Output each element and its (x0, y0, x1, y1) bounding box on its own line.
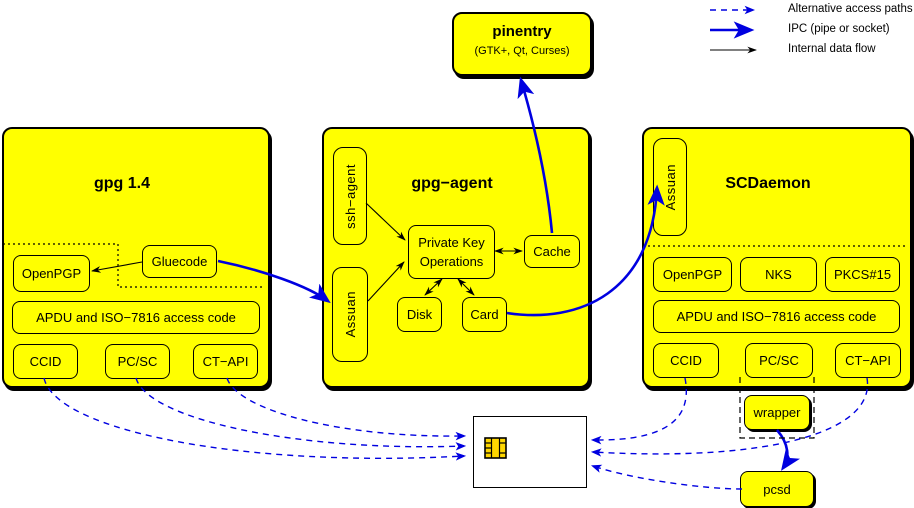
gpg-agent-assuan-label: Assuan (342, 291, 358, 338)
scdaemon-pcsc-box: PC/SC (745, 343, 813, 378)
pinentry-subtitle: (GTK+, Qt, Curses) (474, 45, 570, 57)
scdaemon-openpgp-box: OpenPGP (653, 257, 732, 292)
gpg14-pcsc-box: PC/SC (105, 344, 170, 379)
legend-internal-label: Internal data flow (788, 43, 876, 55)
gpg14-apdu-label: APDU and ISO−7816 access code (36, 310, 236, 325)
gpg14-title: gpg 1.4 (93, 175, 150, 192)
scdaemon-apdu-box: APDU and ISO−7816 access code (653, 300, 900, 333)
scdaemon-pkcs15-label: PKCS#15 (833, 267, 892, 282)
gpg-agent-ssh-agent-label: ssh−agent (342, 163, 358, 229)
scdaemon-apdu-label: APDU and ISO−7816 access code (676, 309, 877, 324)
legend-alt-paths-label: Alternative access paths (788, 3, 913, 15)
alt-scdaemon-ctapi-to-card (590, 377, 869, 457)
gpg14-pcsc-label: PC/SC (117, 354, 158, 369)
gpg-agent-assuan-box: Assuan (332, 267, 368, 362)
pcsd-label: pcsd (763, 481, 791, 497)
pcsd-box: pcsd (740, 471, 814, 507)
scdaemon-nks-label: NKS (765, 267, 792, 282)
gpg-agent-ssh-agent-box: ssh−agent (333, 147, 367, 245)
scdaemon-nks-box: NKS (740, 257, 817, 292)
gpg-agent-title: gpg−agent (411, 175, 493, 192)
gpg14-gluecode-box: Gluecode (142, 245, 217, 278)
pinentry-box: pinentry (GTK+, Qt, Curses) (452, 12, 592, 76)
scdaemon-openpgp-label: OpenPGP (662, 267, 723, 282)
scdaemon-pkcs15-box: PKCS#15 (825, 257, 900, 292)
smartcard-chip-icon (484, 437, 507, 459)
card-label: Card (470, 307, 499, 322)
scdaemon-ccid-box: CCID (653, 343, 719, 378)
gpg14-openpgp-label: OpenPGP (21, 266, 82, 281)
alt-gpg14-pcsc-to-card (135, 377, 467, 451)
private-key-ops-line2: Operations (419, 254, 484, 269)
gpg-agent-disk-box: Disk (397, 297, 442, 332)
scdaemon-pcsc-label: PC/SC (759, 353, 799, 368)
gpg14-ccid-box: CCID (13, 344, 78, 379)
gpg-agent-private-key-ops-box: Private Key Operations (408, 225, 495, 279)
scdaemon-ctapi-label: CT−API (845, 353, 891, 368)
wrapper-box: wrapper (744, 395, 810, 430)
scdaemon-assuan-label: Assuan (662, 163, 678, 211)
private-key-ops-line1: Private Key (418, 234, 485, 250)
alt-pcsd-to-card (591, 464, 743, 490)
legend-ipc-label: IPC (pipe or socket) (788, 23, 890, 35)
scdaemon-ccid-label: CCID (670, 353, 702, 368)
gpg14-ctapi-box: CT−API (193, 344, 258, 379)
ipc-wrapper-to-pcsd (776, 429, 801, 471)
gpg14-apdu-box: APDU and ISO−7816 access code (12, 301, 260, 334)
cache-label: Cache (533, 244, 571, 259)
alt-gpg14-ccid-to-card (43, 377, 467, 461)
gpg14-ctapi-label: CT−API (202, 354, 249, 369)
wrapper-label: wrapper (753, 405, 801, 420)
gpg-agent-card-box: Card (462, 297, 507, 332)
smartcard (473, 416, 587, 488)
scdaemon-title: SCDaemon (725, 175, 811, 192)
gpg14-gluecode-label: Gluecode (151, 254, 208, 269)
disk-label: Disk (406, 307, 433, 322)
scdaemon-ctapi-box: CT−API (835, 343, 901, 378)
gpg14-openpgp-box: OpenPGP (13, 255, 90, 292)
pinentry-title: pinentry (492, 23, 552, 40)
gpg14-ccid-label: CCID (29, 354, 62, 369)
scdaemon-assuan-box: Assuan (653, 138, 687, 236)
gpg-agent-cache-box: Cache (524, 235, 580, 268)
